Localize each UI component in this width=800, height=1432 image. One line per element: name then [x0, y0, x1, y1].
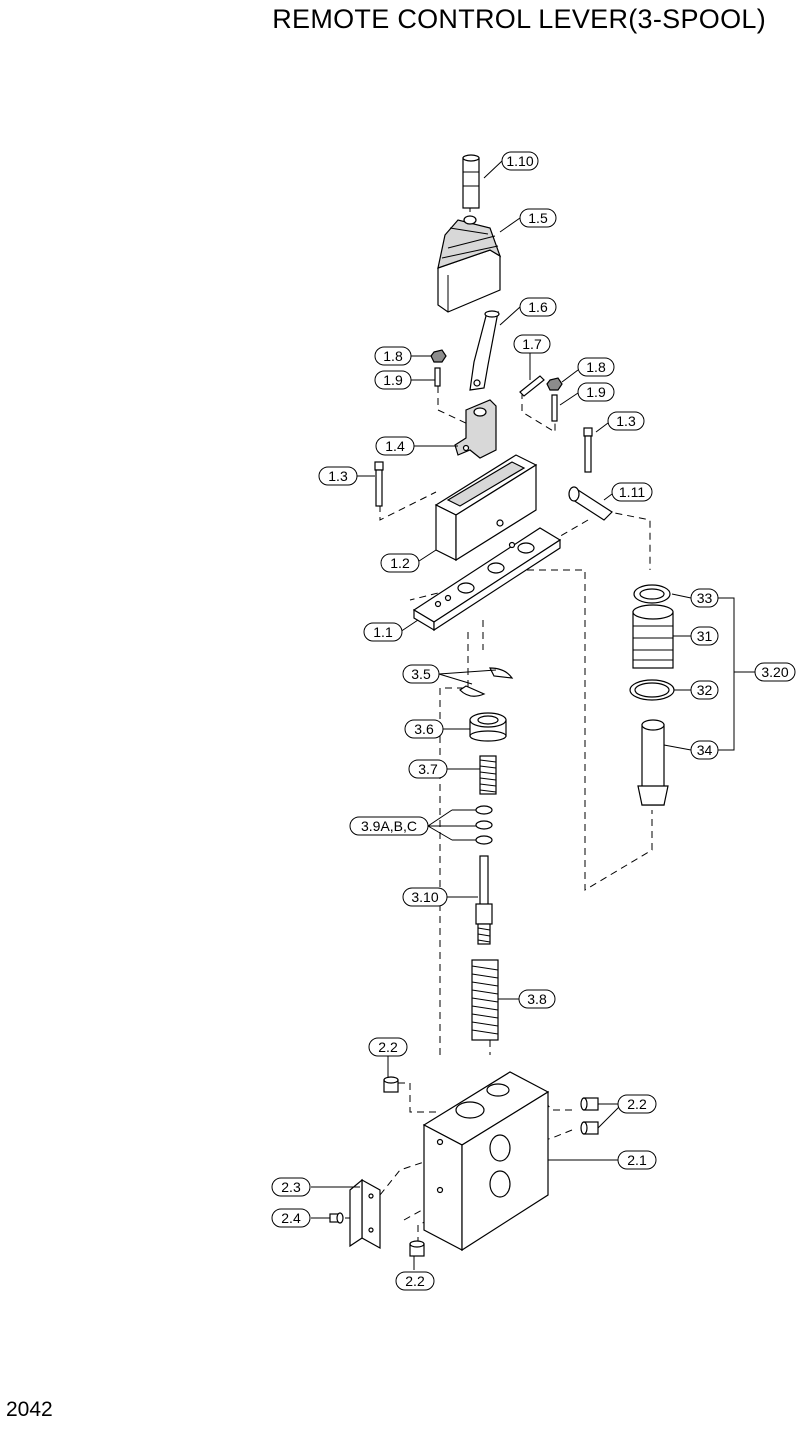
svg-text:1.7: 1.7	[522, 336, 542, 352]
svg-text:1.11: 1.11	[619, 484, 645, 500]
svg-text:1.8: 1.8	[586, 359, 606, 375]
svg-text:2.2: 2.2	[378, 1039, 398, 1055]
callout-3-20-bracket	[718, 597, 755, 751]
callout-2-4: 2.4	[271, 1208, 311, 1228]
part-1-6-lever	[469, 310, 500, 391]
svg-text:2.3: 2.3	[281, 1179, 301, 1195]
callout-1-3-right: 1.3	[607, 411, 645, 431]
callout-1-3-left: 1.3	[318, 466, 358, 486]
part-3-8-return-spring	[471, 959, 499, 1041]
callout-32: 32	[690, 680, 719, 700]
part-1-9-bolt-left	[434, 367, 441, 387]
svg-text:1.6: 1.6	[528, 299, 548, 315]
svg-text:2.2: 2.2	[627, 1096, 647, 1112]
part-31-plug	[632, 604, 674, 669]
callout-2-2-bottom: 2.2	[395, 1271, 435, 1291]
svg-text:31: 31	[697, 628, 713, 644]
svg-text:1.8: 1.8	[383, 348, 403, 364]
callout-1-9-right: 1.9	[577, 382, 615, 402]
part-3-6-seat	[469, 712, 507, 742]
svg-text:34: 34	[697, 742, 713, 758]
callout-1-8-left: 1.8	[374, 346, 412, 366]
svg-text:3.20: 3.20	[761, 664, 788, 680]
svg-text:1.5: 1.5	[528, 210, 548, 226]
svg-text:32: 32	[697, 682, 713, 698]
callout-3-10: 3.10	[402, 887, 448, 907]
svg-text:3.6: 3.6	[414, 721, 434, 737]
callout-1-1: 1.1	[363, 622, 403, 642]
part-1-8-nut-right	[546, 377, 563, 391]
callout-33: 33	[690, 588, 719, 608]
svg-text:1.2: 1.2	[390, 555, 410, 571]
part-1-7-pin	[519, 375, 545, 397]
svg-text:2.1: 2.1	[627, 1152, 647, 1168]
part-1-3-bolt-right	[583, 427, 593, 473]
part-1-5-boot	[437, 215, 502, 313]
callout-2-2-top-left: 2.2	[368, 1037, 408, 1057]
part-2-1-valve-body	[422, 1071, 550, 1252]
callout-1-10: 1.10	[501, 151, 539, 171]
callout-1-7: 1.7	[513, 334, 551, 354]
svg-text:3.5: 3.5	[411, 666, 431, 682]
svg-text:1.4: 1.4	[385, 438, 405, 454]
part-3-9-shims	[475, 805, 493, 845]
callout-3-5: 3.5	[402, 664, 440, 684]
part-32-o-ring	[629, 679, 675, 701]
svg-text:1.3: 1.3	[616, 413, 636, 429]
part-34-spool	[637, 719, 669, 806]
svg-text:3.9A,B,C: 3.9A,B,C	[361, 818, 417, 834]
part-2-2-plug-right-bottom	[580, 1121, 599, 1135]
svg-text:3.7: 3.7	[418, 761, 438, 777]
part-1-2-housing	[434, 454, 538, 562]
callout-34: 34	[690, 740, 719, 760]
callout-1-2: 1.2	[380, 553, 420, 573]
callout-3-7: 3.7	[408, 759, 448, 779]
part-1-1-plate	[412, 527, 562, 632]
part-1-8-nut-left	[430, 349, 447, 363]
callout-3-6: 3.6	[404, 719, 444, 739]
callout-2-2-right: 2.2	[617, 1094, 657, 1114]
part-3-10-push-rod	[475, 855, 493, 945]
callout-1-9-left: 1.9	[374, 370, 412, 390]
callout-1-11: 1.11	[611, 482, 653, 502]
svg-text:1.3: 1.3	[328, 468, 348, 484]
svg-text:33: 33	[697, 590, 713, 606]
svg-text:1.1: 1.1	[373, 624, 393, 640]
part-33-ring	[633, 584, 671, 604]
part-2-2-plug-left	[383, 1076, 399, 1093]
callout-2-1: 2.1	[617, 1150, 657, 1170]
svg-text:1.9: 1.9	[383, 372, 403, 388]
svg-text:3.8: 3.8	[527, 991, 547, 1007]
svg-text:3.10: 3.10	[411, 889, 438, 905]
part-2-4-screw	[329, 1212, 344, 1224]
part-1-10-grip	[462, 154, 480, 209]
part-1-11-shaft	[568, 486, 613, 521]
svg-text:1.10: 1.10	[506, 153, 533, 169]
svg-text:1.9: 1.9	[586, 384, 606, 400]
part-3-7-spring	[479, 755, 497, 795]
page-title: REMOTE CONTROL LEVER(3-SPOOL)	[272, 4, 766, 34]
svg-text:2.4: 2.4	[281, 1210, 301, 1226]
svg-text:2.2: 2.2	[405, 1273, 425, 1289]
part-1-4-bracket	[454, 399, 497, 459]
callout-3-9: 3.9A,B,C	[349, 816, 429, 836]
callout-31: 31	[690, 626, 719, 646]
callout-2-3: 2.3	[271, 1177, 311, 1197]
callout-1-5: 1.5	[519, 208, 557, 228]
callout-1-6: 1.6	[519, 297, 557, 317]
part-1-9-bolt-right	[551, 394, 558, 422]
callout-1-8-right: 1.8	[577, 357, 615, 377]
callout-1-4: 1.4	[375, 436, 415, 456]
part-3-5-collets	[459, 667, 514, 697]
page-number: 2042	[6, 1398, 53, 1421]
leader-lines	[311, 160, 692, 1270]
callout-3-8: 3.8	[518, 989, 556, 1009]
callout-3-20: 3.20	[754, 662, 796, 682]
part-2-2-plug-right-top	[580, 1097, 599, 1111]
part-2-2-plug-bottom	[409, 1240, 425, 1257]
part-2-3-name-plate	[349, 1178, 381, 1250]
part-1-3-bolt-left	[374, 461, 384, 507]
